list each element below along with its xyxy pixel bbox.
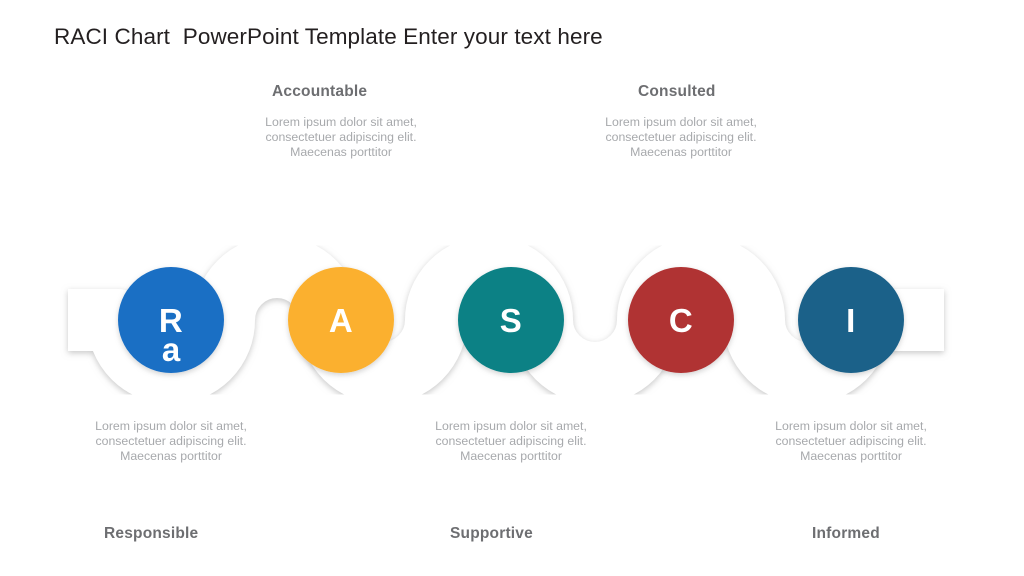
group-body-responsible: Lorem ipsum dolor sit amet, consectetuer… — [95, 419, 247, 464]
raci-node-a[interactable]: A — [288, 267, 394, 373]
group-body-supportive: Lorem ipsum dolor sit amet, consectetuer… — [435, 419, 587, 464]
node-letter-a: A — [328, 301, 354, 339]
raci-node-s[interactable]: S — [458, 267, 564, 373]
group-heading-accountable: Accountable — [272, 83, 368, 100]
group-heading-consulted: Consulted — [638, 83, 716, 100]
group-body-consulted: Lorem ipsum dolor sit amet, consectetuer… — [605, 115, 757, 160]
group-heading-supportive: Supportive — [450, 525, 533, 542]
page-title: RACI Chart PowerPoint Template Enter you… — [54, 24, 603, 49]
group-body-informed: Lorem ipsum dolor sit amet, consectetuer… — [775, 419, 927, 464]
group-body-accountable: Lorem ipsum dolor sit amet, consectetuer… — [265, 115, 417, 160]
raci-node-r[interactable]: R a — [118, 267, 224, 373]
raci-node-i[interactable]: I — [798, 267, 904, 373]
raci-node-c[interactable]: C — [628, 267, 734, 373]
group-heading-informed: Informed — [812, 525, 880, 542]
node-overflow-glyph-r: a — [161, 331, 181, 368]
node-letter-c: C — [668, 301, 694, 339]
node-letter-r: R — [158, 301, 184, 339]
node-letter-i: I — [846, 301, 856, 339]
group-heading-responsible: Responsible — [104, 525, 199, 542]
node-letter-s: S — [499, 301, 523, 339]
